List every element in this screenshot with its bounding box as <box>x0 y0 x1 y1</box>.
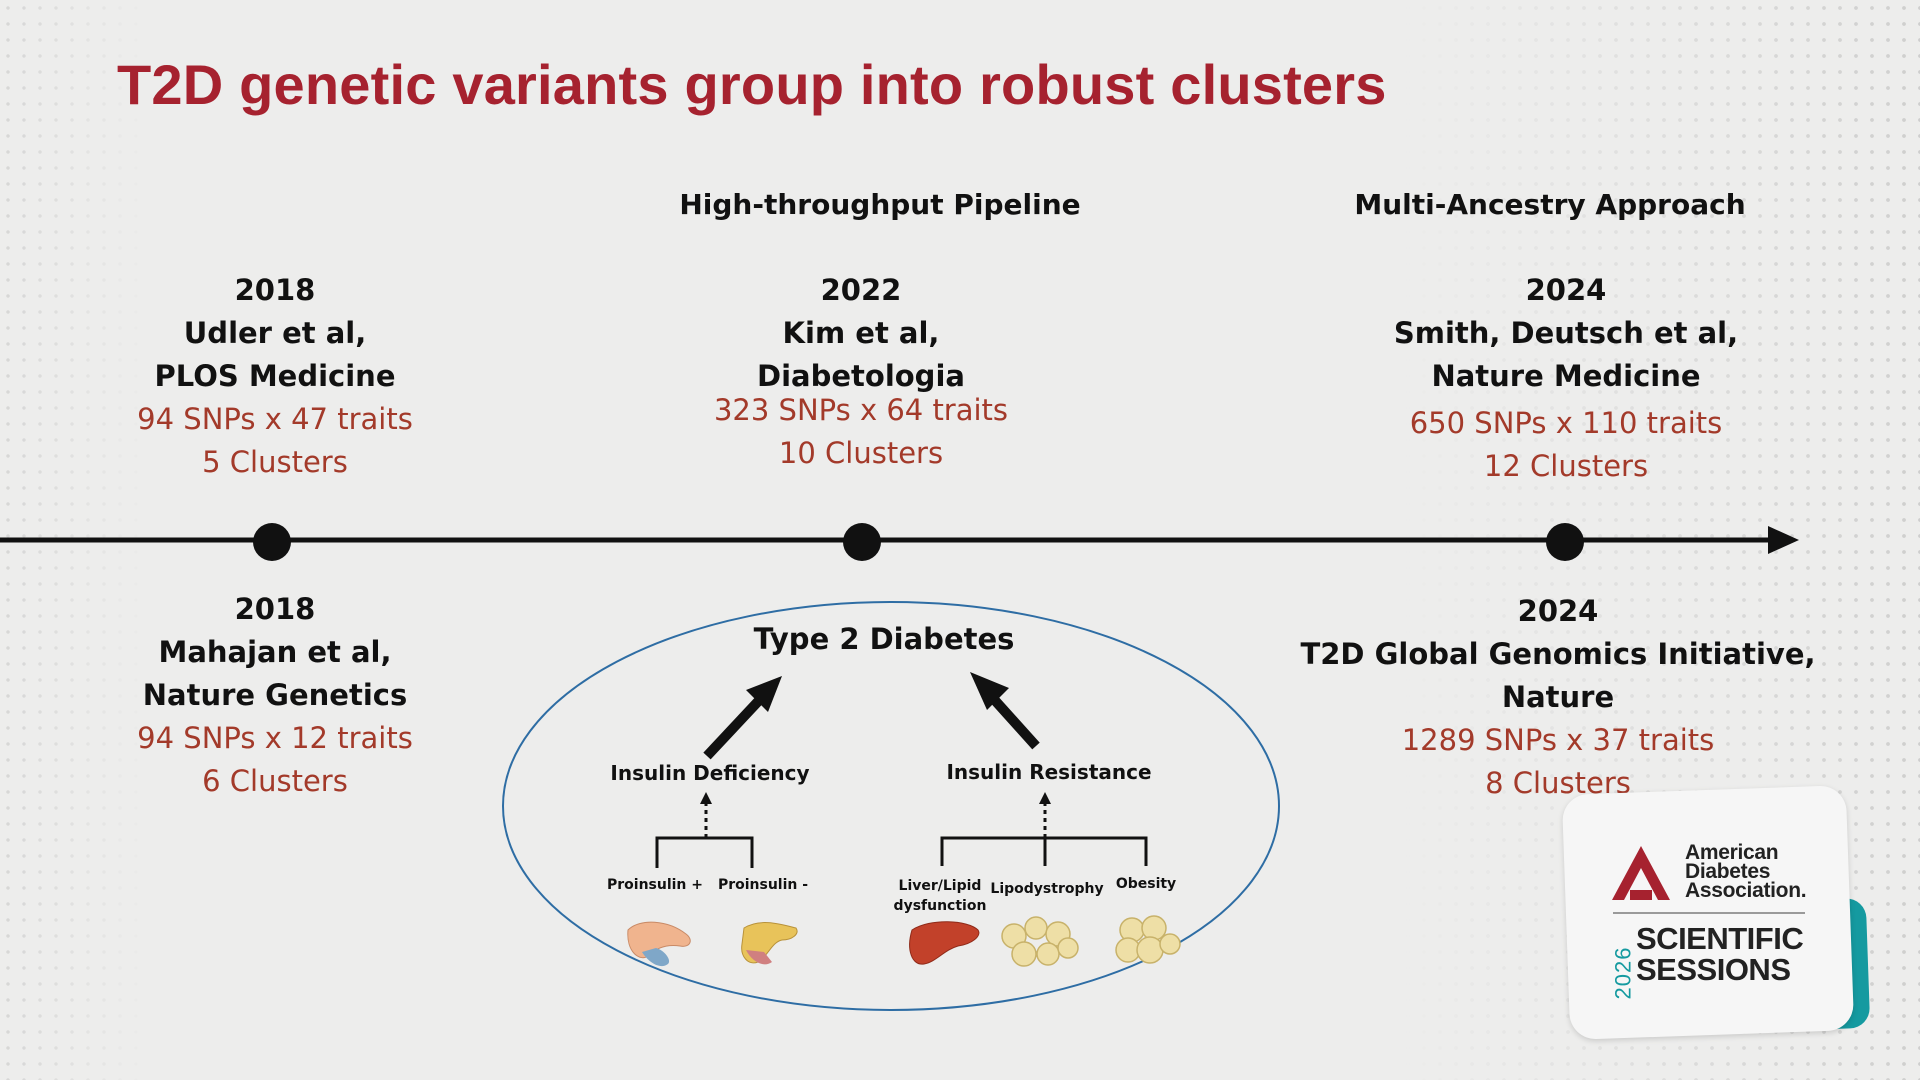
study-mahajan-2018: 2018 Mahajan et al, Nature Genetics 94 S… <box>137 588 413 803</box>
timeline-node-2022 <box>843 523 881 561</box>
leaf-proinsulin-plus: Proinsulin + <box>607 877 703 893</box>
insulin-deficiency-label: Insulin Deficiency <box>610 761 809 785</box>
study-journal: Diabetologia <box>757 359 965 393</box>
arrow-shaft-right <box>987 692 1040 750</box>
study-authors: Smith, Deutsch et al, <box>1393 316 1739 350</box>
study-journal: Nature <box>1501 680 1615 714</box>
study-smith-2024: 2024 Smith, Deutsch et al, Nature Medici… <box>1394 269 1738 488</box>
study-snps-traits: 1289 SNPs x 37 traits <box>1401 723 1715 757</box>
ada-org-line1: American <box>1685 841 1779 864</box>
ada-org-line2: Diabetes <box>1685 860 1771 883</box>
logo-event-line2: SESSIONS <box>1636 952 1791 987</box>
adipose-cells-icon <box>1001 916 1079 967</box>
study-snps-traits: 650 SNPs x 110 traits <box>1409 406 1723 440</box>
logo-year: 2026 <box>1610 946 1636 1000</box>
pancreas-icon <box>627 921 691 967</box>
leaf-obesity: Obesity <box>1116 876 1176 892</box>
study-clusters: 5 Clusters <box>202 445 348 479</box>
fat-cells-icon <box>1115 915 1181 964</box>
study-snps-traits: 94 SNPs x 47 traits <box>137 402 413 436</box>
insulin-resistance-label: Insulin Resistance <box>946 760 1151 784</box>
ada-triangle-logo-icon <box>1612 846 1670 900</box>
leaf-lipodystrophy: Lipodystrophy <box>990 881 1103 897</box>
study-clusters: 10 Clusters <box>778 436 944 470</box>
arrow-up-left-icon <box>970 672 1009 710</box>
pipeline-label: High-throughput Pipeline <box>679 188 1081 221</box>
study-snps-traits: 94 SNPs x 12 traits <box>137 721 413 755</box>
study-year: 2018 <box>234 273 316 307</box>
timeline-arrowhead-icon <box>1768 526 1799 554</box>
leaf-proinsulin-minus: Proinsulin - <box>718 877 808 893</box>
study-udler-2018: 2018 Udler et al, PLOS Medicine 94 SNPs … <box>137 269 413 484</box>
logo-event-name: SCIENTIFIC SESSIONS <box>1636 921 1804 987</box>
diagram-top-label: Type 2 Diabetes <box>754 622 1015 656</box>
subtype-ellipse <box>502 601 1280 1011</box>
dotted-arrowhead-left-icon <box>700 792 712 804</box>
leaf-liver-line1: Liver/Lipid <box>899 878 982 894</box>
study-authors: Udler et al, <box>183 316 367 350</box>
study-journal: Nature Medicine <box>1431 359 1701 393</box>
study-year: 2024 <box>1517 594 1599 628</box>
study-snps-traits: 323 SNPs x 64 traits <box>713 393 1009 427</box>
dotted-arrowhead-right-icon <box>1039 792 1051 804</box>
logo-event-line1: SCIENTIFIC <box>1636 921 1804 956</box>
study-kim-2022: 2022 Kim et al, Diabetologia 323 SNPs x … <box>714 269 1008 475</box>
study-authors: Mahajan et al, <box>158 635 392 669</box>
bracket-right <box>940 836 1148 866</box>
timeline-node-2018 <box>253 523 291 561</box>
multi-ancestry-label: Multi-Ancestry Approach <box>1354 188 1746 221</box>
study-authors: Kim et al, <box>782 316 940 350</box>
study-t2dggi-2024: 2024 T2D Global Genomics Initiative, Nat… <box>1300 590 1815 805</box>
study-year: 2018 <box>234 592 316 626</box>
study-clusters: 6 Clusters <box>202 764 348 798</box>
timeline-node-2024 <box>1546 523 1584 561</box>
arrow-shaft-left <box>703 690 769 760</box>
study-journal: Nature Genetics <box>142 678 408 712</box>
study-journal: PLOS Medicine <box>154 359 396 393</box>
pancreas-cross-section-icon <box>741 922 798 965</box>
slide-title: T2D genetic variants group into robust c… <box>117 53 1387 116</box>
leaf-liver-line2: dysfunction <box>894 898 987 914</box>
ada-org-line3: Association. <box>1685 879 1807 902</box>
ada-org-name: American Diabetes Association. <box>1685 841 1807 902</box>
study-year: 2024 <box>1525 273 1607 307</box>
logo-divider <box>1613 912 1805 914</box>
study-clusters: 12 Clusters <box>1483 449 1649 483</box>
liver-icon <box>909 921 980 965</box>
arrow-up-right-icon <box>746 676 782 712</box>
study-authors: T2D Global Genomics Initiative, <box>1300 637 1816 671</box>
study-year: 2022 <box>820 273 902 307</box>
bracket-left <box>655 836 754 868</box>
